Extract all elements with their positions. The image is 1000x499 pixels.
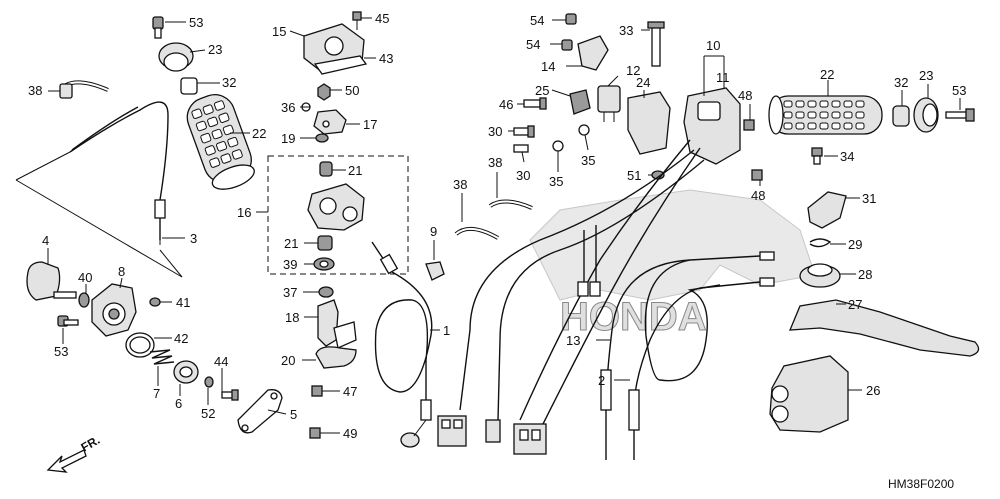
callout-28: 28	[858, 267, 872, 282]
callout-33: 33	[619, 23, 633, 38]
callout-53: 53	[189, 15, 203, 30]
callout-13: 13	[566, 333, 580, 348]
callout-54: 54	[530, 13, 544, 28]
throttle-housing-assembly	[26, 248, 287, 434]
callout-22: 22	[820, 67, 834, 82]
callout-8: 8	[118, 264, 125, 279]
right-grip-assembly	[768, 80, 975, 165]
diagram-code: HM38F0200	[888, 477, 954, 491]
callout-29: 29	[848, 237, 862, 252]
callout-50: 50	[345, 83, 359, 98]
callout-35: 35	[581, 153, 595, 168]
callout-12: 12	[626, 63, 640, 78]
brake-cables	[596, 251, 775, 460]
callout-25: 25	[535, 83, 549, 98]
callout-48: 48	[751, 188, 765, 203]
callout-53: 53	[54, 344, 68, 359]
callout-38: 38	[453, 177, 467, 192]
callout-41: 41	[176, 295, 190, 310]
callout-49: 49	[343, 426, 357, 441]
callout-51: 51	[627, 168, 641, 183]
callout-3: 3	[190, 231, 197, 246]
callout-17: 17	[363, 117, 377, 132]
callout-7: 7	[153, 386, 160, 401]
callout-38: 38	[488, 155, 502, 170]
callout-26: 26	[866, 383, 880, 398]
brand-watermark: HONDA	[529, 189, 816, 340]
callout-5: 5	[290, 407, 297, 422]
callout-31: 31	[862, 191, 876, 206]
callout-6: 6	[175, 396, 182, 411]
callout-14: 14	[541, 59, 555, 74]
brake-lever-assembly	[769, 191, 980, 433]
callout-1: 1	[443, 323, 450, 338]
callout-48: 48	[738, 88, 752, 103]
callout-19: 19	[281, 131, 295, 146]
callout-30: 30	[488, 124, 502, 139]
callout-54: 54	[526, 37, 540, 52]
callout-23: 23	[919, 68, 933, 83]
callout-18: 18	[285, 310, 299, 325]
callout-44: 44	[214, 354, 228, 369]
callout-39: 39	[283, 257, 297, 272]
callout-4: 4	[42, 233, 49, 248]
right-switch-assembly	[437, 13, 763, 455]
callout-46: 46	[499, 97, 513, 112]
callout-52: 52	[201, 406, 215, 421]
callout-36: 36	[281, 100, 295, 115]
callout-32: 32	[222, 75, 236, 90]
callout-9: 9	[430, 224, 437, 239]
callout-27: 27	[848, 297, 862, 312]
left-grip-assembly	[15, 16, 255, 278]
callout-20: 20	[281, 353, 295, 368]
callout-30: 30	[516, 168, 530, 183]
callout-45: 45	[375, 11, 389, 26]
callout-53: 53	[952, 83, 966, 98]
callout-labels: 53 23 32 38 22 3 4 40 8 41 53 42 7 6 44 …	[28, 11, 966, 441]
callout-10: 10	[706, 38, 720, 53]
callout-47: 47	[343, 384, 357, 399]
callout-22: 22	[252, 126, 266, 141]
callout-23: 23	[208, 42, 222, 57]
callout-37: 37	[283, 285, 297, 300]
callout-32: 32	[894, 75, 908, 90]
callout-2: 2	[598, 373, 605, 388]
watermark-text: HONDA	[560, 295, 707, 339]
callout-43: 43	[379, 51, 393, 66]
callout-38: 38	[28, 83, 42, 98]
callout-34: 34	[840, 149, 854, 164]
callout-40: 40	[78, 270, 92, 285]
callout-24: 24	[636, 75, 650, 90]
callout-21: 21	[348, 163, 362, 178]
choke-assembly	[256, 11, 445, 448]
callout-21: 21	[284, 236, 298, 251]
front-direction-arrow: FR.	[46, 433, 102, 473]
callout-15: 15	[272, 24, 286, 39]
callout-16: 16	[237, 205, 251, 220]
callout-35: 35	[549, 174, 563, 189]
callout-42: 42	[174, 331, 188, 346]
callout-11: 11	[716, 70, 730, 85]
